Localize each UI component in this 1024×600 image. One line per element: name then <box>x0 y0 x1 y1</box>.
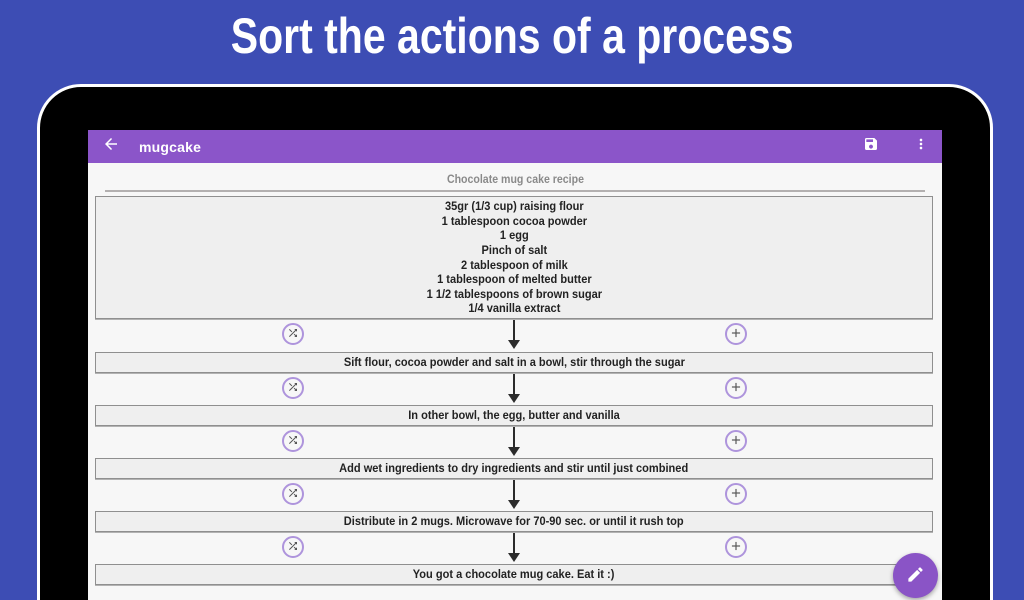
plus-icon <box>729 433 743 450</box>
step-text: In other bowl, the egg, butter and vanil… <box>408 408 620 422</box>
step-box[interactable]: You got a chocolate mug cake. Eat it :) <box>95 564 933 585</box>
recipe-name-text: Chocolate mug cake recipe <box>446 174 584 186</box>
arrow-down-icon <box>507 480 521 515</box>
step-text: Add wet ingredients to dry ingredients a… <box>339 461 689 475</box>
flow-connector <box>95 319 933 352</box>
swap-steps-button[interactable] <box>282 430 304 452</box>
shuffle-icon <box>287 381 299 396</box>
overflow-menu-button[interactable] <box>908 134 934 160</box>
arrow-left-icon <box>102 135 120 158</box>
swap-steps-button[interactable] <box>282 377 304 399</box>
app-screen: mugcake Chocolate mug cake recipe <box>88 130 942 600</box>
flow-connector <box>95 373 933 405</box>
insert-step-button[interactable] <box>725 536 747 558</box>
back-button[interactable] <box>101 137 121 157</box>
swap-steps-button[interactable] <box>282 536 304 558</box>
shuffle-icon <box>287 540 299 555</box>
insert-step-button[interactable] <box>725 377 747 399</box>
plus-icon <box>729 326 743 343</box>
arrow-down-icon <box>507 427 521 462</box>
step-box[interactable]: Add wet ingredients to dry ingredients a… <box>95 458 933 479</box>
floppy-disk-icon <box>863 136 879 157</box>
plus-icon <box>729 539 743 556</box>
arrow-down-icon <box>507 533 521 568</box>
step-box-ingredients[interactable]: 35gr (1/3 cup) raising flour 1 tablespoo… <box>95 196 933 319</box>
tablet-frame: mugcake Chocolate mug cake recipe <box>37 84 993 600</box>
vertical-ellipsis-icon <box>913 136 929 157</box>
insert-step-button[interactable] <box>725 323 747 345</box>
page-title: Sort the actions of a process <box>0 6 1024 66</box>
edit-fab-button[interactable] <box>893 553 938 598</box>
recipe-name-underline <box>105 190 925 192</box>
plus-icon <box>729 380 743 397</box>
step-text: You got a chocolate mug cake. Eat it :) <box>413 567 615 581</box>
step-text: Distribute in 2 mugs. Microwave for 70-9… <box>344 514 684 528</box>
swap-steps-button[interactable] <box>282 323 304 345</box>
step-box[interactable]: In other bowl, the egg, butter and vanil… <box>95 405 933 426</box>
save-button[interactable] <box>858 134 884 160</box>
app-toolbar: mugcake <box>88 130 942 163</box>
shuffle-icon <box>287 327 299 342</box>
recipe-name-input[interactable]: Chocolate mug cake recipe <box>88 174 942 186</box>
flow-connector <box>95 532 933 564</box>
flow-connector <box>95 479 933 511</box>
arrow-down-icon <box>507 320 521 355</box>
swap-steps-button[interactable] <box>282 483 304 505</box>
page-title-text: Sort the actions of a process <box>230 8 794 64</box>
toolbar-title: mugcake <box>139 138 202 155</box>
flow-connector <box>95 426 933 458</box>
step-text: Sift flour, cocoa powder and salt in a b… <box>343 355 685 369</box>
step-text: 35gr (1/3 cup) raising flour 1 tablespoo… <box>426 199 602 316</box>
plus-icon <box>729 486 743 503</box>
shuffle-icon <box>287 434 299 449</box>
arrow-down-icon <box>507 374 521 409</box>
step-box[interactable]: Distribute in 2 mugs. Microwave for 70-9… <box>95 511 933 532</box>
insert-step-button[interactable] <box>725 483 747 505</box>
process-flow: 35gr (1/3 cup) raising flour 1 tablespoo… <box>95 196 933 585</box>
step-box[interactable]: Sift flour, cocoa powder and salt in a b… <box>95 352 933 373</box>
pencil-icon <box>906 565 925 587</box>
shuffle-icon <box>287 487 299 502</box>
insert-step-button[interactable] <box>725 430 747 452</box>
